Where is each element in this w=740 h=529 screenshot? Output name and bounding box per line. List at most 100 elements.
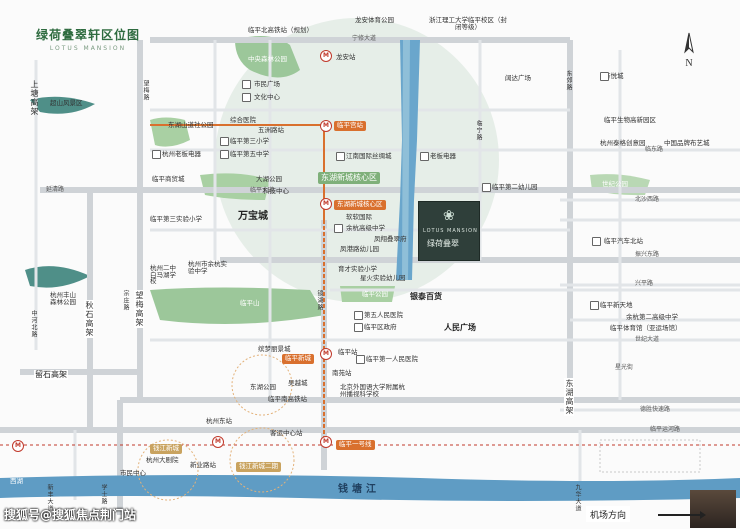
road-label-linping-east: 临东路	[645, 146, 664, 153]
metro-icon[interactable]: M	[212, 436, 224, 448]
poi-linping-bus-north[interactable]: 临平汽车北站	[604, 237, 643, 245]
poi-trade-city[interactable]: 临平商贸城	[152, 175, 185, 183]
canal-river-highlight	[402, 40, 410, 280]
metro-icon[interactable]: M	[320, 198, 332, 210]
poi-dahu-park[interactable]: 大湖公园	[256, 175, 282, 183]
poi-yuhang-exp-middle[interactable]: 杭州市余杭实验中学	[188, 260, 227, 275]
poi-donghu-park-south[interactable]: 东湖公园	[250, 383, 276, 391]
poi-qianjiang-new-city[interactable]: 钱江新城	[150, 444, 182, 454]
road-label-linping-ave: 临平大道	[250, 187, 275, 194]
road-network-minor	[34, 40, 740, 500]
poi-linping-stadium[interactable]: 临平体育馆（亚运场馆）	[610, 324, 682, 332]
poi-longan-sports-park[interactable]: 龙安体育公园	[355, 16, 394, 24]
school-icon	[220, 137, 229, 146]
poi-central-forest-park[interactable]: 中央森林公园	[248, 55, 287, 63]
poi-metro-line-1-tag[interactable]: 临平一号线	[336, 440, 375, 450]
poi-textile-city[interactable]: 中国品牌布艺城	[664, 139, 710, 147]
metro-icon[interactable]: M	[320, 436, 332, 448]
poi-tech-center[interactable]: 科技中心	[263, 187, 289, 195]
poi-ruanruan-intl[interactable]: 软软国际	[346, 213, 372, 221]
poi-grand-theatre[interactable]: 杭州大剧院	[146, 456, 179, 464]
poi-culture-center[interactable]: 文化中心	[254, 93, 280, 101]
poi-yuhang-2nd-high[interactable]: 余杭第二高级中学	[626, 313, 678, 321]
compass-label: N	[685, 58, 693, 69]
boundary-box	[599, 439, 701, 473]
poi-binmeng-city[interactable]: 缤梦丽景城	[258, 345, 291, 353]
poi-fengshan-forest-park[interactable]: 杭州丰山森林公园	[50, 291, 76, 306]
poi-bfsu-school[interactable]: 北京外国语大学附属杭州播视科学校	[340, 383, 405, 398]
poi-fenggang-kindergarten[interactable]: 凤港路幼儿园	[340, 245, 379, 253]
poi-experimental-school-3[interactable]: 临平第三实验小学	[150, 215, 202, 223]
poi-civic-center[interactable]: 市民中心	[120, 469, 146, 477]
poi-xinghuo-kindergarten[interactable]: 星火实验幼儿园	[360, 274, 406, 282]
poi-west-lake[interactable]: 西湖	[10, 477, 23, 485]
corner-photo	[690, 490, 736, 528]
poi-qianjiang-new-city-2[interactable]: 钱江新城二期	[236, 462, 281, 472]
poi-linping-north-hsr[interactable]: 临平北高铁站（规划）	[248, 26, 313, 34]
poi-kuoda-plaza[interactable]: 阔达广场	[505, 74, 531, 82]
poi-middle-school-5[interactable]: 临平第五中学	[230, 150, 269, 158]
poi-donghu-park[interactable]: 东湖山道社公园	[168, 121, 214, 129]
poi-linping-station[interactable]: 临平站	[338, 348, 358, 356]
poi-wanbao-city[interactable]: 万宝城	[238, 211, 268, 222]
poi-century-park[interactable]: 世纪公园	[602, 180, 628, 188]
road-label-yanxi: 延清路	[46, 186, 65, 193]
poi-school-3[interactable]: 临平第三小学	[230, 137, 269, 145]
poi-new-world[interactable]: 临平新天地	[600, 301, 633, 309]
poi-general-hospital[interactable]: 综合医院	[230, 116, 256, 124]
linping-mountain-zone	[150, 287, 325, 324]
school-icon	[482, 183, 491, 192]
government-icon	[354, 323, 363, 332]
poi-civic-plaza[interactable]: 市民广场	[254, 80, 280, 88]
poi-district-gov[interactable]: 临平区政府	[364, 323, 397, 331]
poi-intime-mall[interactable]: 银泰百货	[410, 292, 442, 301]
poi-silk-city[interactable]: 江南国际丝绸城	[346, 152, 392, 160]
road-label-ningyu: 宁修大道	[352, 35, 377, 42]
core-zone-label: 东湖新城核心区	[318, 172, 380, 184]
poi-hangzhou-east[interactable]: 杭州东站	[206, 417, 232, 425]
poi-wuyue-city[interactable]: 吴越城	[288, 379, 308, 387]
river-label: 钱塘江	[338, 484, 380, 495]
poi-chaoshan[interactable]: 超山风景区	[50, 99, 83, 107]
poi-xinye-station[interactable]: 新业路站	[190, 461, 216, 469]
poi-linping-new-city[interactable]: 临平新城	[282, 354, 314, 364]
poi-nanyuan-station[interactable]: 南苑站	[332, 369, 352, 377]
metro-station-tag-linping[interactable]: 临平宫站	[334, 121, 366, 131]
poi-linping-south-hsr[interactable]: 临平南高铁站	[268, 395, 307, 403]
metro-icon[interactable]: M	[320, 348, 332, 360]
project-site[interactable]: ❀ LOTUS MANSION 绿荷叠翠	[418, 201, 480, 261]
poi-linping-mountain[interactable]: 临平山	[240, 299, 260, 307]
road-label-wangmei-top: 望梅路	[142, 80, 149, 101]
fengshan-hill	[25, 266, 90, 288]
poi-yuhang-high-school[interactable]: 余杭高级中学	[346, 224, 385, 232]
hospital-icon	[356, 355, 365, 364]
metro-icon[interactable]: M	[320, 120, 332, 132]
poi-passenger-center[interactable]: 客运中心站	[270, 429, 303, 437]
poi-yucai-primary[interactable]: 育才实验小学	[338, 265, 377, 273]
poi-fifth-hospital[interactable]: 第五人民医院	[364, 311, 403, 319]
road-label-zhongbei: 中河北路	[30, 310, 37, 338]
mall-icon	[600, 72, 609, 81]
qianjiang-district2-circle	[229, 427, 295, 493]
poi-hangzhou-2nd-school[interactable]: 杭州二中白马湖学校	[150, 264, 176, 285]
metro-station-tag-hefeng[interactable]: 东湖新城核心区	[334, 200, 386, 210]
poi-linping-park[interactable]: 临平公园	[362, 290, 388, 298]
poi-robam-appliance[interactable]: 杭州老板电器	[162, 150, 201, 158]
poi-first-hospital[interactable]: 临平第一人民医院	[366, 355, 418, 363]
poi-fengxiang-mansion[interactable]: 凤翔叠翠府	[374, 235, 407, 243]
poi-robam[interactable]: 老板电器	[430, 152, 456, 160]
poi-bio-hitech-park[interactable]: 临平生物高新园区	[604, 116, 656, 124]
poi-zhejiang-sci-tech[interactable]: 浙江理工大学临平校区（封闭等级）	[429, 16, 507, 31]
metro-icon[interactable]: M	[12, 440, 24, 452]
road-label-xinyu: 临宁路	[475, 120, 482, 141]
poi-taige-park[interactable]: 杭州泰格创意园	[600, 139, 646, 147]
project-name-cn: 绿荷叠翠	[427, 239, 459, 248]
building-icon	[420, 152, 429, 161]
poi-wanyue-city[interactable]: 万悦城	[604, 72, 624, 80]
poi-kindergarten-2[interactable]: 临平第二幼儿园	[492, 183, 538, 191]
poi-wuzhou-station[interactable]: 五洲路站	[258, 126, 284, 134]
poi-longan-station[interactable]: 龙安站	[336, 53, 356, 61]
poi-people-square[interactable]: 人民广场	[444, 323, 476, 332]
metro-icon[interactable]: M	[320, 50, 332, 62]
